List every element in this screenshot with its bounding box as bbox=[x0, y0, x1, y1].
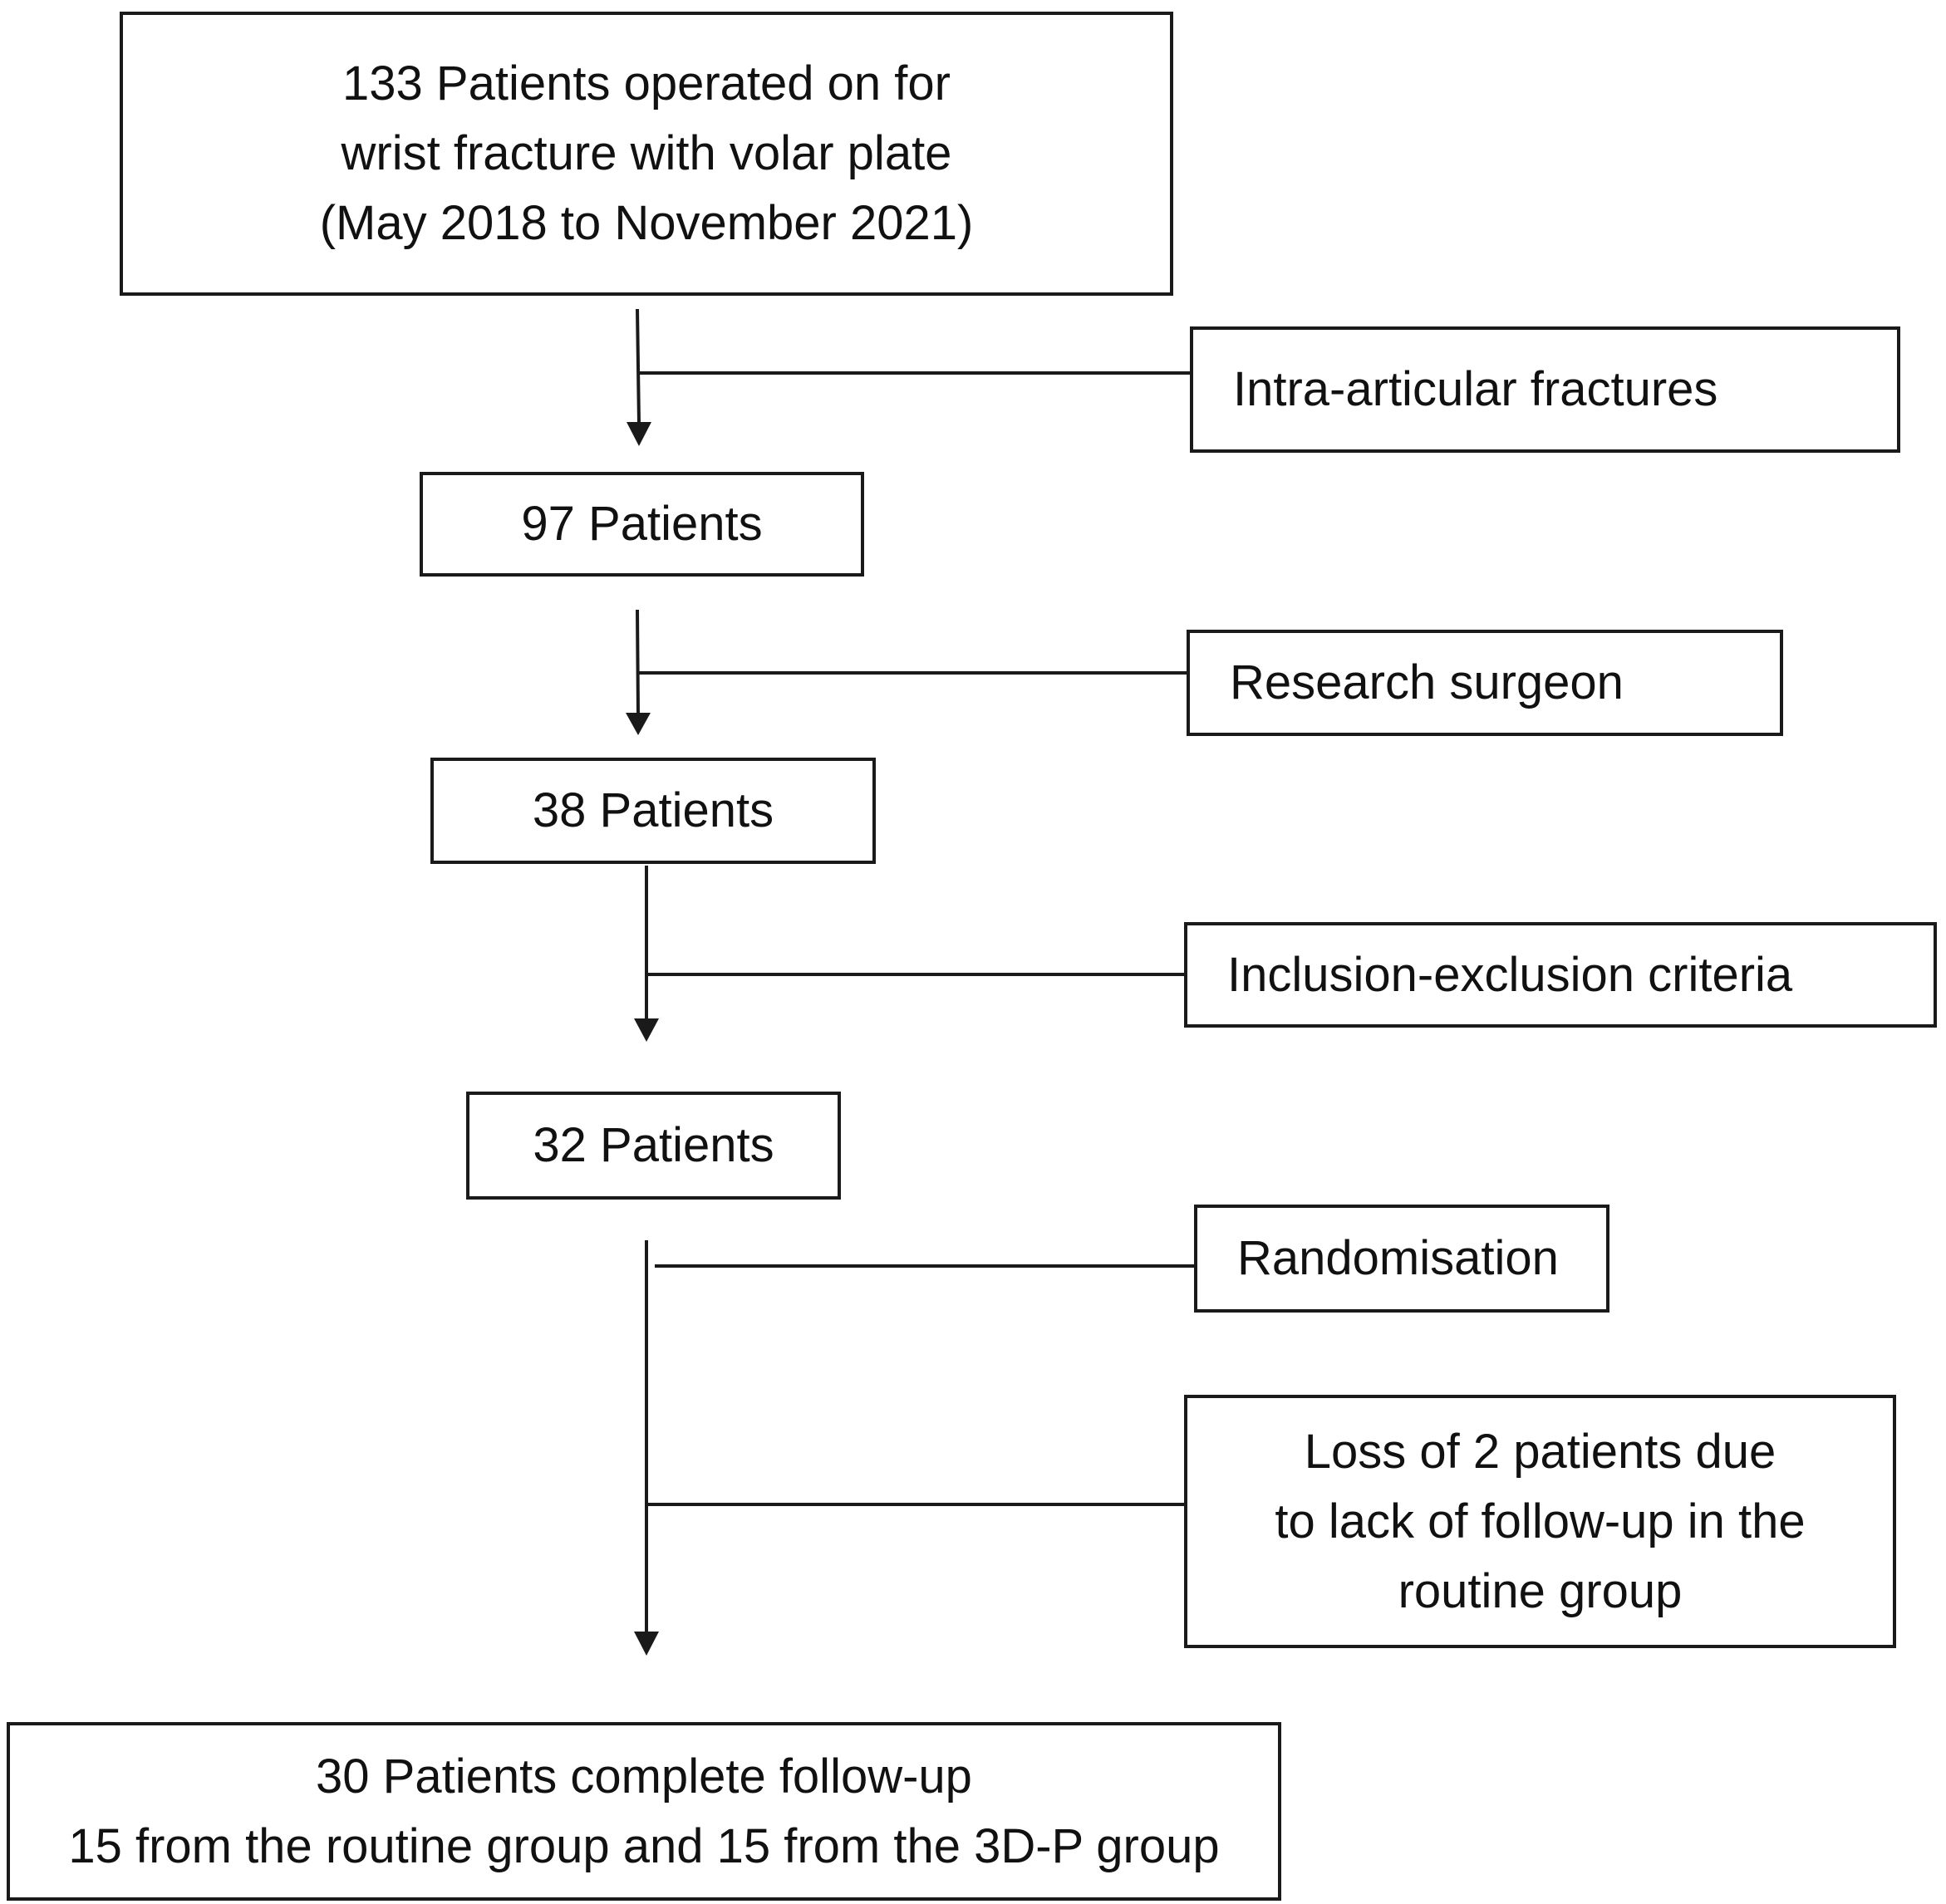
start-line-1: 133 Patients operated on for bbox=[342, 56, 951, 110]
patients-97-box: 97 Patients bbox=[420, 472, 864, 577]
arrowhead-1 bbox=[627, 422, 651, 446]
start-box: 133 Patients operated on for wrist fract… bbox=[120, 12, 1173, 296]
randomisation-label: Randomisation bbox=[1237, 1231, 1559, 1285]
exclusion-criteria-label: Inclusion-exclusion criteria bbox=[1227, 947, 1793, 1002]
patients-38-box: 38 Patients bbox=[430, 758, 876, 864]
patients-32-label: 32 Patients bbox=[533, 1118, 774, 1172]
patients-97-label: 97 Patients bbox=[521, 497, 763, 551]
loss-line-1: Loss of 2 patients due bbox=[1304, 1424, 1776, 1479]
exclusion-criteria-box: Inclusion-exclusion criteria bbox=[1184, 922, 1937, 1028]
patients-38-label: 38 Patients bbox=[532, 783, 774, 837]
arrowhead-2 bbox=[626, 713, 651, 735]
exclusion-intra-articular-label: Intra-articular fractures bbox=[1233, 362, 1718, 416]
loss-line-2: to lack of follow-up in the bbox=[1275, 1494, 1806, 1548]
arrow-97-to-38 bbox=[636, 609, 640, 715]
randomisation-box: Randomisation bbox=[1194, 1205, 1609, 1313]
start-line-2: wrist fracture with volar plate bbox=[341, 126, 952, 180]
arrowhead-3 bbox=[634, 1018, 659, 1042]
loss-followup-box: Loss of 2 patients due to lack of follow… bbox=[1184, 1395, 1896, 1648]
arrowhead-4 bbox=[634, 1632, 659, 1656]
final-line-2: 15 from the routine group and 15 from th… bbox=[68, 1818, 1220, 1873]
arrow-start-to-97 bbox=[636, 308, 641, 424]
loss-line-3: routine group bbox=[1398, 1563, 1683, 1618]
exclusion-research-surgeon-box: Research surgeon bbox=[1187, 630, 1783, 736]
final-box: 30 Patients complete follow-up 15 from t… bbox=[7, 1722, 1281, 1901]
patients-32-box: 32 Patients bbox=[466, 1092, 841, 1200]
exclusion-intra-articular-box: Intra-articular fractures bbox=[1190, 326, 1900, 453]
exclusion-research-surgeon-label: Research surgeon bbox=[1230, 655, 1624, 709]
start-line-3: (May 2018 to November 2021) bbox=[319, 196, 974, 250]
final-line-1: 30 Patients complete follow-up bbox=[316, 1749, 972, 1803]
